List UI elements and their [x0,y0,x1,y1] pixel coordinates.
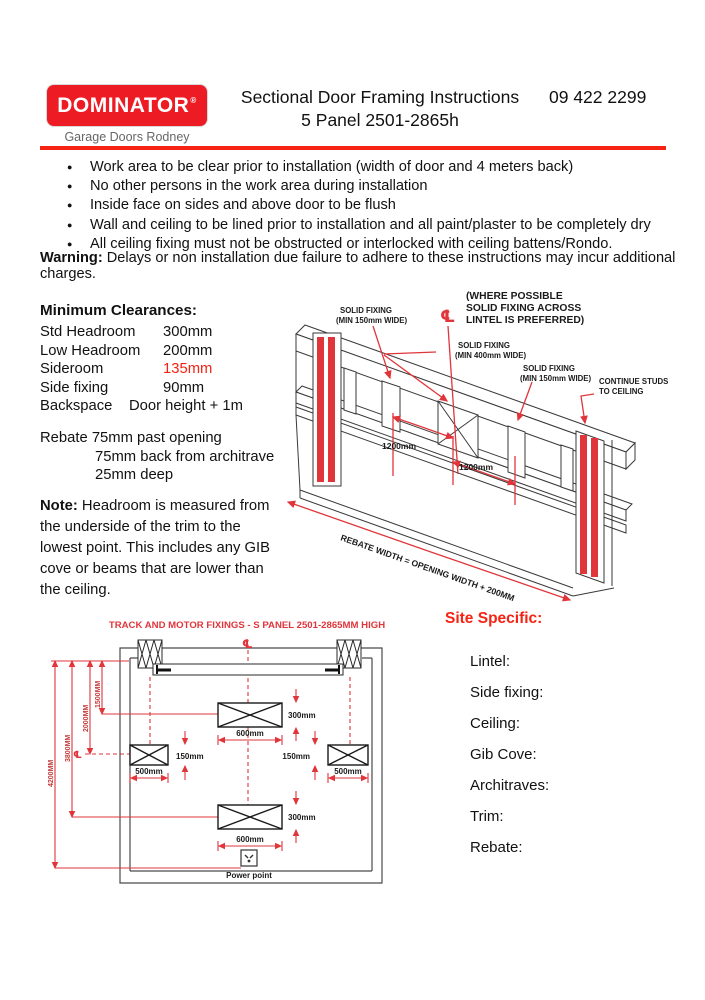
bullet-icon: ● [67,181,73,192]
continue-studs-label: CONTINUE STUDS [599,377,668,386]
site-specific-heading: Site Specific: [445,610,543,627]
svg-text:SOLID FIXING ACROSS: SOLID FIXING ACROSS [466,303,581,314]
dim-300-top: 300mm [288,711,316,720]
site-field-gib-cove: Gib Cove: [470,746,537,763]
motor-fixing-box-bottom [217,804,283,830]
bullet-icon: ● [67,238,73,249]
power-point-label: Power point [226,871,272,880]
lintel-note: (WHERE POSSIBLE [466,291,563,302]
warning-line: Warning: Delays or non installation due … [40,250,680,282]
site-field-architraves: Architraves: [470,777,550,794]
dim-1200-label: 1200mm [382,441,416,451]
header-divider [40,146,666,150]
bullet-icon: ● [67,219,73,230]
solid-fixing-mid-label: SOLID FIXING [458,341,510,350]
instruction-list: ●Work area to be clear prior to installa… [58,158,668,254]
solid-fixing-right-label: SOLID FIXING [523,364,575,373]
solid-fixing-left-label: SOLID FIXING [340,306,392,315]
instruction-item: ●All ceiling fixing must not be obstruct… [58,235,668,254]
track-fixings-diagram: TRACK AND MOTOR FIXINGS - S PANEL 2501-2… [48,620,385,884]
dim-600-bottom: 600mm [236,835,264,844]
rebate-line: 75mm back from architrave [95,448,275,465]
svg-text:(MIN 150mm WIDE): (MIN 150mm WIDE) [520,374,591,383]
framing-diagram: SOLID FIXING (MIN 150mm WIDE) SOLID FIXI… [286,291,668,602]
motor-fixing-box-top [217,702,283,728]
dim-150-right: 150mm [282,752,310,761]
instruction-item: ●Inside face on sides and above door to … [58,196,668,215]
centerline-left-icon: ℄ [73,750,82,761]
stud [507,425,526,479]
bullet-icon: ● [67,162,73,172]
site-field-trim: Trim: [470,808,504,825]
site-specific-list: Lintel: Side fixing: Ceiling: Gib Cove: … [470,653,549,870]
rebate-line: Rebate 75mm past opening [40,430,222,446]
note-label: Note: [40,498,78,514]
phone-number: 09 422 2299 [549,87,647,107]
svg-text:TO CEILING: TO CEILING [599,387,643,396]
dim-600-top: 600mm [236,729,264,738]
site-field-lintel: Lintel: [470,653,511,670]
track-fixing-box-right [327,744,369,766]
rebate-line: 25mm deep [95,467,174,484]
track-fixing-box-left [129,744,169,766]
track-diagram-title: TRACK AND MOTOR FIXINGS - S PANEL 2501-2… [109,620,385,631]
dim-150-left: 150mm [176,752,204,761]
stud [560,444,574,492]
dim-3800: 3800MM [65,735,72,762]
power-point-icon [240,849,258,867]
page-subtitle: 5 Panel 2501-2865h [301,110,459,130]
jamb-blocks [137,639,362,669]
dim-4200: 4200MM [48,760,55,787]
rebate-notes: Rebate 75mm past opening 75mm back from … [40,429,274,485]
site-field-side-fixing: Side fixing: [470,684,544,701]
logo-text: DOMINATOR [57,93,190,117]
note-text: Headroom is measured from the underside … [40,498,271,598]
warning-label: Warning: [40,250,103,266]
dim-2000: 2000MM [83,705,90,732]
svg-text:(MIN 400mm WIDE): (MIN 400mm WIDE) [455,351,526,360]
dim-500-left: 500mm [135,767,163,776]
stud [343,367,357,415]
dim-1500: 1500MM [95,681,102,708]
headroom-note: Note: Headroom is measured from the unde… [40,496,283,601]
dominator-logo: DOMINATOR® [47,85,207,126]
lintel-end-cap [625,441,636,471]
centerline-icon: ℄ [242,637,253,651]
bullet-icon: ● [67,200,73,211]
logo-subtitle: Garage Doors Rodney [64,130,190,144]
svg-text:(MIN 150mm WIDE): (MIN 150mm WIDE) [336,316,407,325]
page-title: Sectional Door Framing Instructions [240,87,520,107]
instruction-item: ●Work area to be clear prior to installa… [58,158,668,177]
rebate-width-label: REBATE WIDTH = OPENING WIDTH + 200MM [339,532,515,602]
dim-1200-label: 1200mm [459,462,493,472]
door-track-bar [152,663,344,676]
dim-300-bottom: 300mm [288,813,316,822]
site-field-rebate: Rebate: [470,839,523,856]
registered-mark: ® [190,96,197,105]
dim-500-right: 500mm [334,767,362,776]
clearances-heading: Minimum Clearances: [40,302,197,319]
stud [381,380,401,433]
svg-text:LINTEL IS PREFERRED): LINTEL IS PREFERRED) [466,315,584,326]
instruction-item: ●No other persons in the work area durin… [58,177,668,196]
warning-text: Delays or non installation due failure t… [40,250,676,282]
garage-outline [119,647,383,884]
instruction-item: ●Wall and ceiling to be lined prior to i… [58,216,668,235]
side-fixing-strips [317,337,598,577]
site-field-ceiling: Ceiling: [470,715,521,732]
centerline-icon: ℄ [440,307,455,327]
